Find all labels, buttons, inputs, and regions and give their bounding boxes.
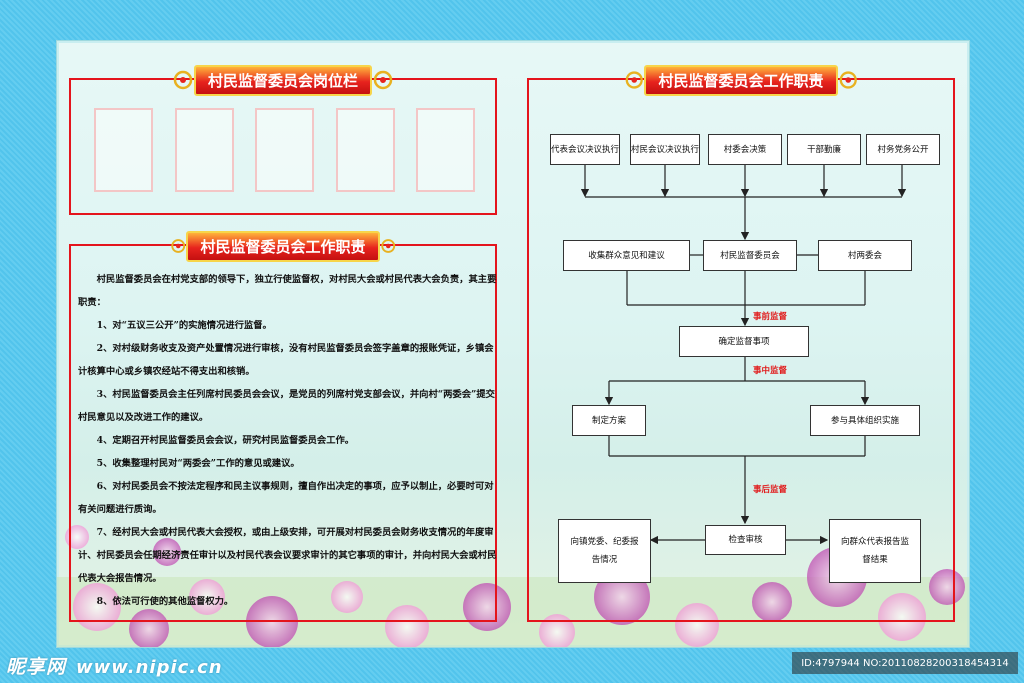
duty-paragraph: 1、对“五议三公开”的实施情况进行监督。 bbox=[96, 320, 272, 331]
post-photo-slot bbox=[416, 108, 475, 192]
duties-panel-title: 村民监督委员会工作职责 bbox=[186, 230, 380, 262]
post-panel-badge: 村民监督委员会岗位栏 bbox=[170, 64, 396, 96]
flow-box-participate: 参与具体组织实施 bbox=[810, 405, 920, 436]
watermark-logo: 昵享网 www.nipic.cn bbox=[6, 652, 223, 679]
ornament-icon bbox=[839, 71, 857, 89]
ornament-icon bbox=[373, 70, 393, 90]
ornament-icon bbox=[625, 71, 643, 89]
mid-supervision-label: 事中监督 bbox=[753, 366, 788, 376]
post-photo-slot bbox=[175, 108, 234, 192]
flow-box-check: 检查审核 bbox=[705, 525, 786, 555]
watermark-logo-text: 昵享网 bbox=[6, 656, 67, 678]
flow-box-top: 代表会议决议执行 bbox=[550, 134, 620, 165]
ornament-icon bbox=[380, 239, 395, 253]
duty-paragraph: 4、定期召开村民监督委员会会议，研究村民监督委员会工作。 bbox=[96, 435, 355, 446]
flow-box-top: 干部勤廉 bbox=[787, 134, 861, 165]
flow-box-top: 村务党务公开 bbox=[866, 134, 940, 165]
duty-paragraph: 2、对村级财务收支及资产处置情况进行审核，没有村民监督委员会签字盖章的报账凭证，… bbox=[78, 343, 494, 377]
flow-panel-title: 村民监督委员会工作职责 bbox=[644, 64, 838, 96]
pre-supervision-label: 事前监督 bbox=[753, 312, 788, 322]
duty-paragraph: 村民监督委员会在村党支部的领导下，独立行使监督权，对村民大会或村民代表大会负责，… bbox=[78, 274, 497, 308]
ornament-icon bbox=[171, 239, 186, 253]
flow-box-report-left: 向镇党委、纪委报告情况 bbox=[558, 519, 651, 583]
duty-paragraph: 8、依法可行使的其他监督权力。 bbox=[96, 596, 234, 607]
flow-panel-badge: 村民监督委员会工作职责 bbox=[624, 64, 858, 96]
duty-paragraph: 3、村民监督委员会主任列席村民委员会会议，是党员的列席村党支部会议，并向村“两委… bbox=[78, 389, 495, 423]
ornament-icon bbox=[173, 70, 193, 90]
watermark-id: ID:4797944 NO:20110828200318454314 bbox=[792, 652, 1018, 674]
flow-box-collect-opinions: 收集群众意见和建议 bbox=[563, 240, 690, 271]
post-panel-title: 村民监督委员会岗位栏 bbox=[193, 64, 372, 96]
duties-text: 村民监督委员会在村党支部的领导下，独立行使监督权，对村民大会或村民代表大会负责，… bbox=[78, 268, 498, 613]
flow-box-two-committees: 村两委会 bbox=[818, 240, 912, 271]
flow-box-confirm-items: 确定监督事项 bbox=[679, 326, 809, 357]
flow-box-top: 村委会决策 bbox=[708, 134, 782, 165]
duty-paragraph: 7、经村民大会或村民代表大会授权，或由上级安排，可开展对村民委员会财务收支情况的… bbox=[78, 527, 497, 584]
duty-paragraph: 6、对村民委员会不按法定程序和民主议事规则，擅自作出决定的事项，应予以制止，必要… bbox=[78, 481, 494, 515]
post-photo-slot bbox=[94, 108, 153, 192]
flow-box-committee: 村民监督委员会 bbox=[703, 240, 797, 271]
flow-box-report-right: 向群众代表报告监督结果 bbox=[829, 519, 921, 583]
flow-box-make-plan: 制定方案 bbox=[572, 405, 646, 436]
duty-paragraph: 5、收集整理村民对“两委会”工作的意见或建议。 bbox=[96, 458, 300, 469]
duties-panel-badge: 村民监督委员会工作职责 bbox=[170, 230, 396, 262]
post-photo-slot bbox=[255, 108, 314, 192]
flow-box-top: 村民会议决议执行 bbox=[630, 134, 700, 165]
post-supervision-label: 事后监督 bbox=[753, 485, 788, 495]
watermark-site: www.nipic.cn bbox=[76, 657, 223, 678]
post-photo-slot bbox=[336, 108, 395, 192]
